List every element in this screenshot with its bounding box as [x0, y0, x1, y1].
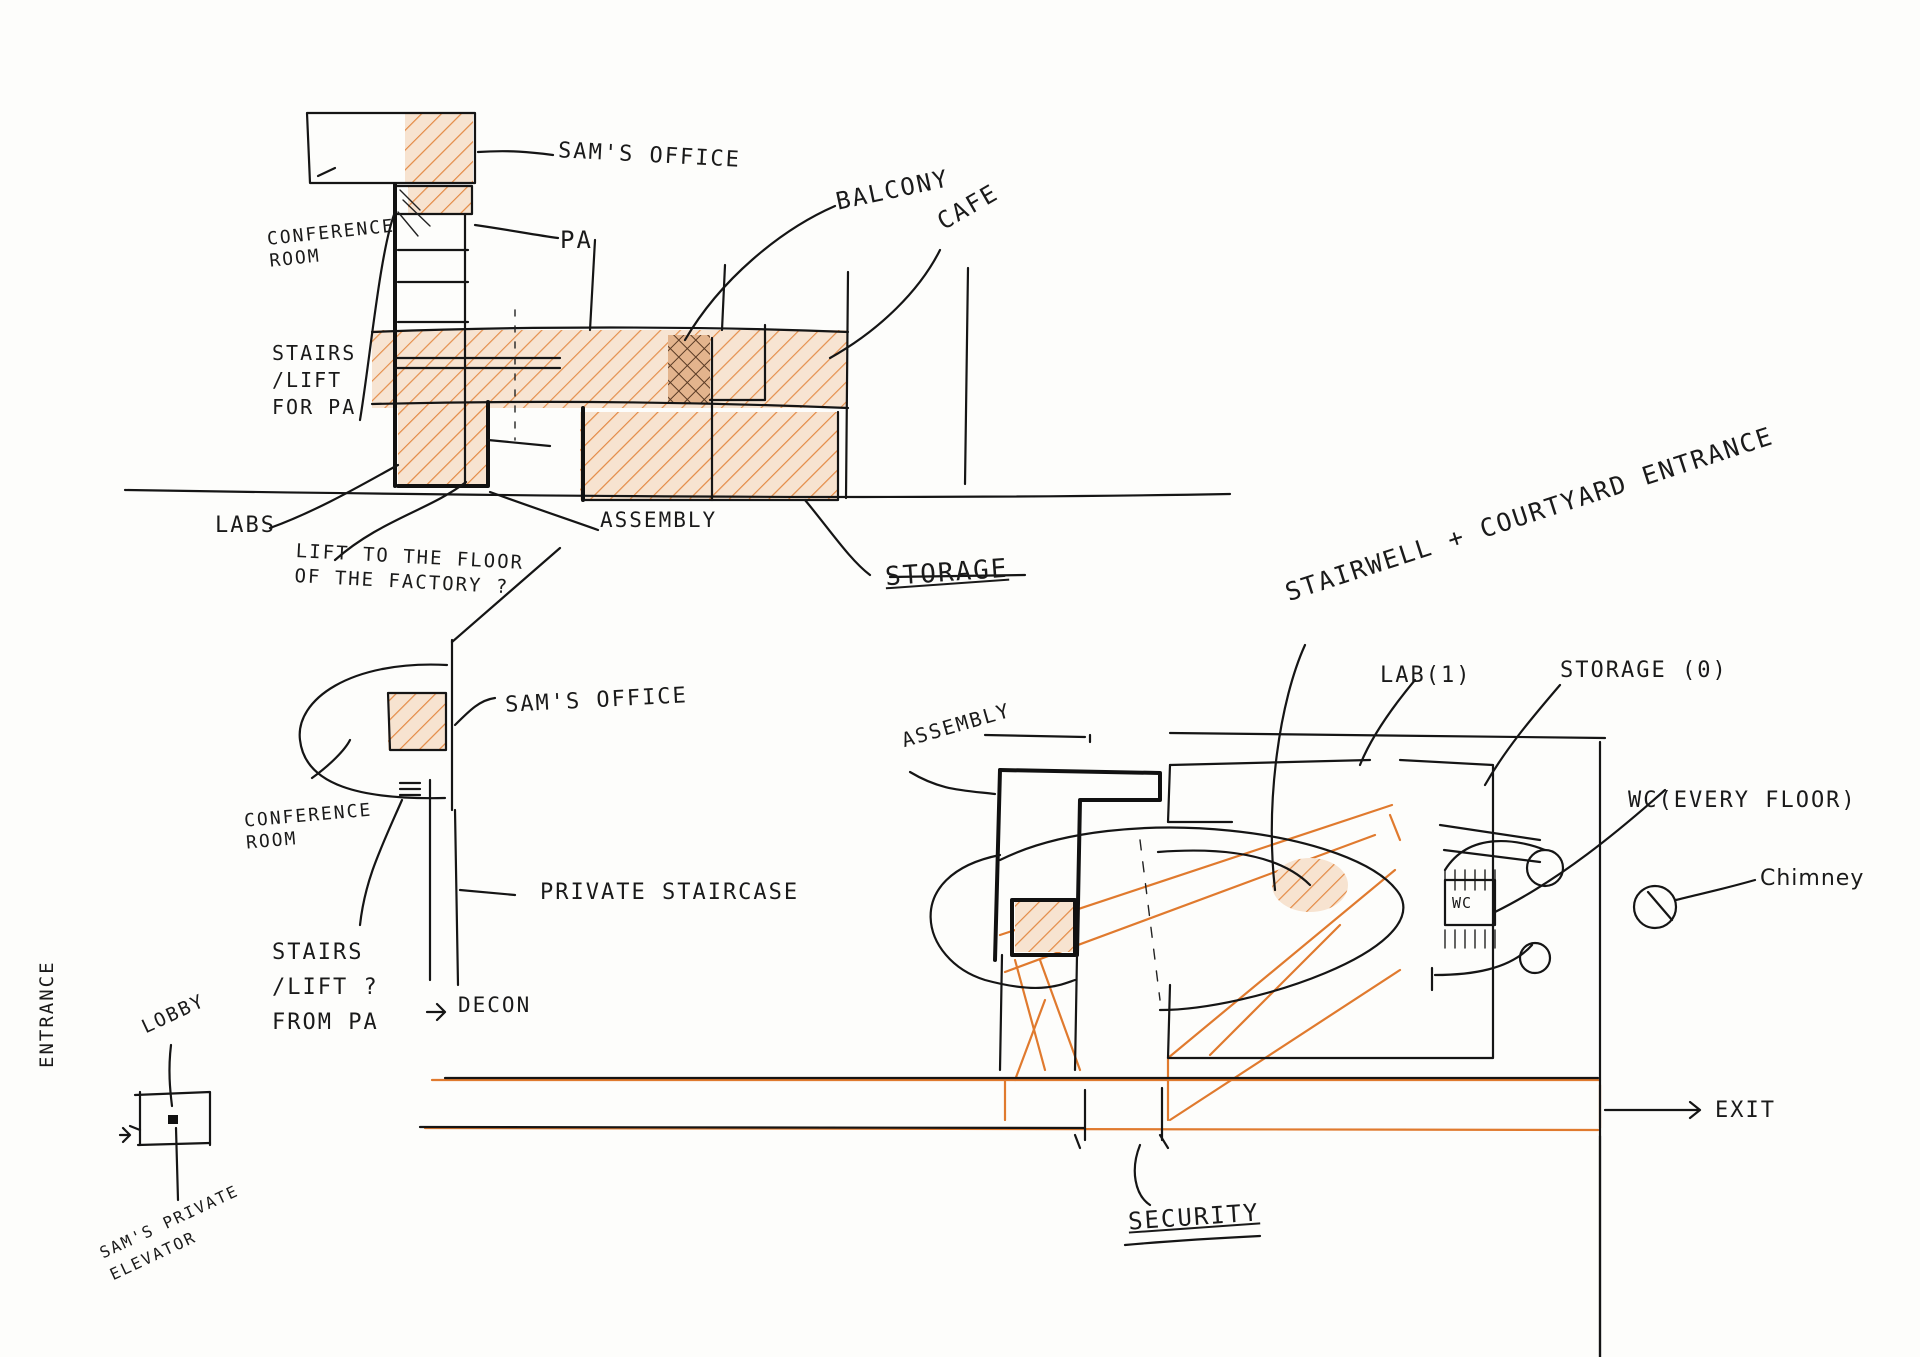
label-lab1: LAB(1): [1380, 663, 1472, 688]
label-entrance: ENTRANCE: [36, 960, 58, 1068]
label-exit: EXIT: [1715, 1098, 1776, 1123]
office-section: [298, 546, 562, 1022]
label-chimney: Chimney: [1760, 866, 1865, 891]
sams-office-zone: [405, 113, 473, 183]
pa-zone: [408, 186, 472, 214]
label-private-staircase: PRIVATE STAIRCASE: [540, 880, 800, 905]
balcony-zone: [668, 335, 710, 403]
storage-zone: [580, 412, 837, 500]
label-assembly-top: ASSEMBLY: [600, 508, 718, 532]
label-labs: LABS: [215, 513, 276, 538]
label-wc: WC: [1452, 894, 1473, 912]
label-wc-every-floor: WC(EVERY FLOOR): [1628, 788, 1857, 813]
lobby-sketch: [118, 1043, 212, 1202]
section-drawing: [123, 111, 1232, 502]
label-stairs-lift-from-pa: STAIRS /LIFT ? FROM PA: [272, 940, 379, 1036]
sams-office-zone-mid: [388, 693, 446, 750]
label-decon: DECON: [458, 993, 532, 1017]
labs-zone: [398, 400, 490, 486]
label-storage0: STORAGE (0): [1560, 658, 1728, 683]
label-pa: PA: [560, 226, 593, 254]
floor-plan: [418, 573, 1757, 1357]
assembly-room-zone: [1015, 902, 1075, 952]
label-stairs-lift-pa: STAIRS /LIFT FOR PA: [272, 341, 357, 419]
section-leaders: [268, 150, 942, 577]
